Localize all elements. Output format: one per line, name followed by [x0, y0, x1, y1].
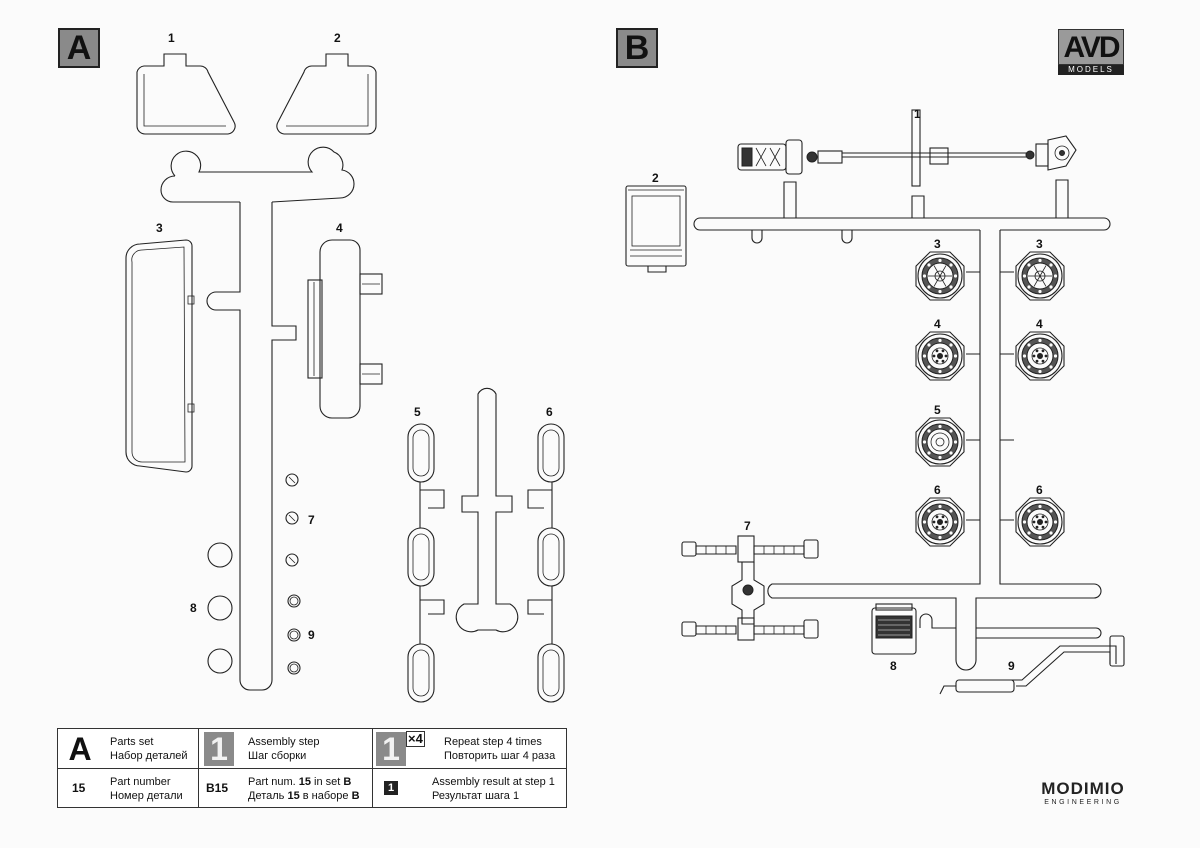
wheel-group [915, 251, 1065, 547]
part-a1 [136, 53, 236, 135]
legend-assembly-result-ru: Результат шага 1 [432, 790, 520, 802]
legend-part-in-set-en-set: B [343, 776, 352, 788]
modimio-logo: MODIMIO ENGINEERING [1036, 780, 1130, 807]
wheel-b3-right [1015, 251, 1065, 301]
legend-part-in-set-ru: Деталь 15 в наборе B [248, 789, 360, 803]
wheel-b4-right [1015, 331, 1065, 381]
label-b7: 7 [744, 519, 751, 533]
part-a9-group [287, 594, 301, 675]
part-a2 [276, 53, 377, 135]
wheel-b6-left [915, 497, 965, 547]
legend-part-in-set-symbol: B15 [206, 781, 229, 795]
legend-part-number-ru: Номер детали [110, 790, 183, 802]
label-b8: 8 [890, 659, 897, 673]
label-b4-left: 4 [934, 317, 941, 331]
legend-parts-set-symbol: A [68, 731, 92, 767]
label-b4-right: 4 [1036, 317, 1043, 331]
sprue-a-label: A [58, 28, 100, 68]
legend-parts-set-en: Parts set [110, 736, 154, 748]
legend-part-in-set-en-num: 15 [298, 776, 311, 788]
label-a6: 6 [546, 405, 553, 419]
label-b6-right: 6 [1036, 483, 1043, 497]
modimio-logo-name: MODIMIO [1041, 779, 1125, 798]
label-a4: 4 [336, 221, 343, 235]
label-b3-left: 3 [934, 237, 941, 251]
label-a5: 5 [414, 405, 421, 419]
part-a7-group [285, 473, 299, 567]
avd-logo-subtext: MODELS [1058, 65, 1124, 75]
label-a9: 9 [308, 628, 315, 642]
part-b2 [625, 185, 687, 273]
avd-logo-text: AVD [1058, 29, 1124, 65]
label-a7: 7 [308, 513, 315, 527]
legend-part-number-symbol: 15 [72, 781, 86, 795]
wheel-b6-right [1015, 497, 1065, 547]
legend-assembly-result-symbol: 1 [384, 781, 398, 795]
label-a2: 2 [334, 31, 341, 45]
sprue-a-frame [160, 146, 355, 691]
wheel-b5 [915, 417, 965, 467]
part-a3 [125, 239, 195, 473]
legend-part-in-set-ru-num: 15 [287, 790, 300, 802]
wheel-b4-left [915, 331, 965, 381]
legend-repeat-multiplier: ×4 [406, 731, 425, 747]
legend-part-in-set-ru-set: B [351, 790, 360, 802]
label-a8: 8 [190, 601, 197, 615]
legend-part-in-set-en-prefix: Part num. [248, 776, 299, 788]
legend-part-in-set-en: Part num. 15 in set B [248, 775, 351, 789]
avd-models-logo: AVD MODELS [1058, 29, 1124, 75]
sprue-b-label: B [616, 28, 658, 68]
part-b9 [939, 635, 1125, 695]
label-b3-right: 3 [1036, 237, 1043, 251]
part-b7 [681, 535, 819, 641]
part-a8-group [207, 542, 233, 674]
label-b5: 5 [934, 403, 941, 417]
legend-assembly-step-ru: Шаг сборки [248, 750, 307, 762]
label-b6-left: 6 [934, 483, 941, 497]
legend-part-number-en: Part number [110, 776, 171, 788]
wheel-b3-left [915, 251, 965, 301]
label-a3: 3 [156, 221, 163, 235]
legend-assembly-step-en: Assembly step [248, 736, 320, 748]
part-a5-a6-subsprue [407, 387, 565, 703]
legend-assembly-step-symbol: 1 [204, 732, 234, 766]
legend-assembly-result-en: Assembly result at step 1 [432, 776, 555, 788]
legend-part-in-set-ru-mid: в наборе [299, 790, 352, 802]
label-b2: 2 [652, 171, 659, 185]
legend-part-in-set-en-mid: in set [311, 776, 344, 788]
label-b9: 9 [1008, 659, 1015, 673]
part-a4 [307, 239, 383, 419]
label-b1: 1 [914, 107, 921, 121]
legend-parts-set-ru: Набор деталей [110, 750, 188, 762]
part-b1 [737, 109, 1077, 187]
part-b8 [871, 603, 917, 655]
modimio-logo-sub: ENGINEERING [1044, 799, 1122, 806]
label-a1: 1 [168, 31, 175, 45]
legend-part-in-set-ru-prefix: Деталь [248, 790, 288, 802]
legend-table: A Parts set Набор деталей 1 Assembly ste… [57, 728, 567, 808]
legend-repeat-step-ru: Повторить шаг 4 раза [444, 750, 556, 762]
legend-repeat-step-symbol: 1 [376, 732, 406, 766]
legend-repeat-step-en: Repeat step 4 times [444, 736, 542, 748]
sprue-b-frame [693, 179, 1111, 671]
